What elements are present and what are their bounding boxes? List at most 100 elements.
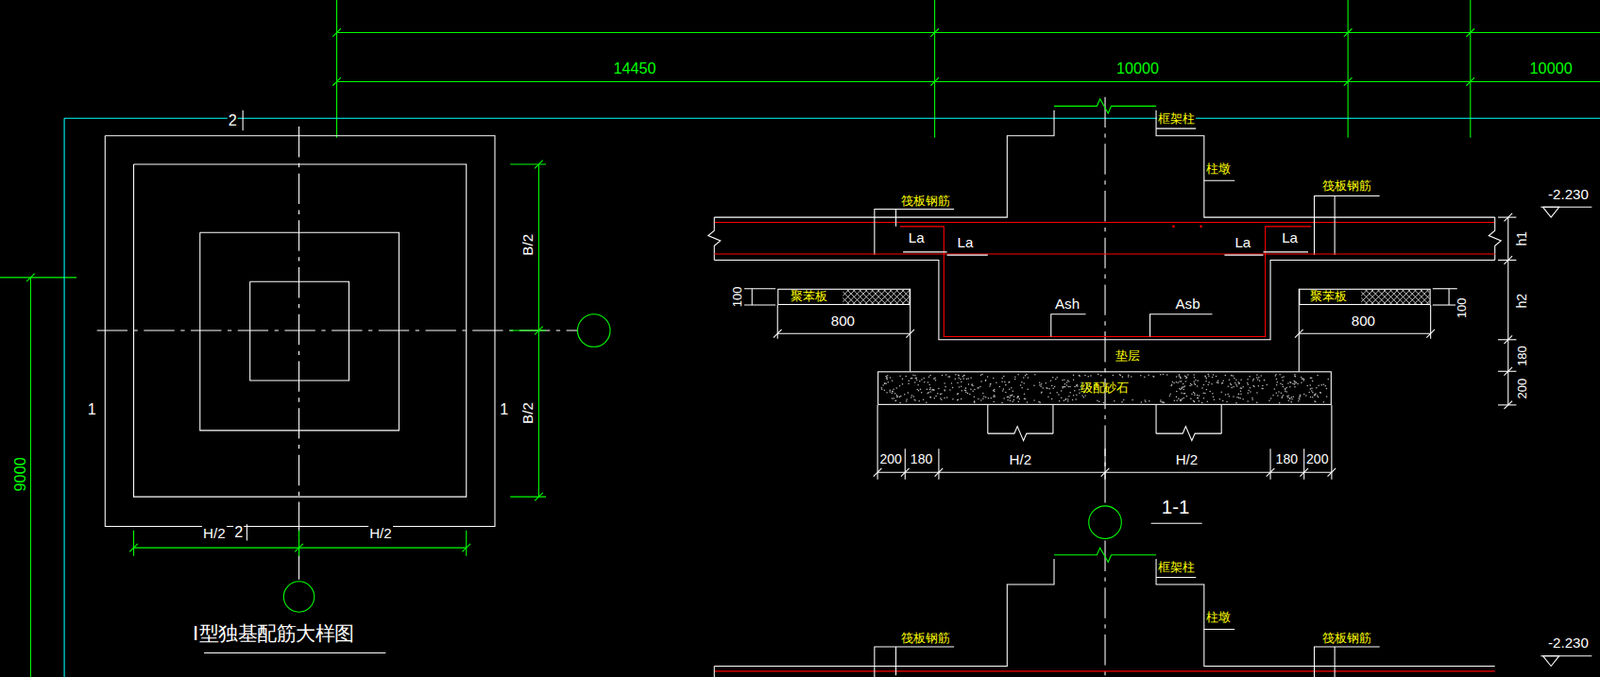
gravel-stipple bbox=[1238, 382, 1241, 385]
gravel-stipple bbox=[979, 386, 982, 389]
gravel-stipple bbox=[884, 382, 886, 385]
gravel-stipple bbox=[1206, 377, 1209, 380]
gravel-stipple bbox=[1182, 397, 1185, 400]
gravel-stipple bbox=[1175, 375, 1178, 378]
gravel-stipple bbox=[1169, 392, 1172, 395]
gravel-stipple bbox=[1081, 394, 1084, 397]
gravel-stipple bbox=[919, 389, 922, 392]
section-mark-tick bbox=[242, 110, 244, 132]
gravel-stipple bbox=[1203, 397, 1206, 400]
gravel-stipple bbox=[1178, 388, 1181, 391]
pile-line bbox=[1156, 405, 1158, 434]
gravel-stipple bbox=[1252, 379, 1255, 382]
elevation-text: -2.230 bbox=[1547, 635, 1590, 652]
gravel-stipple bbox=[1045, 387, 1048, 390]
dimension-line bbox=[777, 333, 910, 335]
gravel-stipple bbox=[1144, 401, 1147, 404]
gravel-stipple bbox=[913, 398, 916, 401]
dimension-tick bbox=[1426, 329, 1435, 339]
pile-line bbox=[1052, 405, 1054, 434]
leader-line bbox=[1150, 314, 1213, 338]
gravel-stipple bbox=[1236, 385, 1239, 388]
gravel-stipple bbox=[1123, 399, 1125, 402]
dimension-text: 200 bbox=[1515, 377, 1530, 401]
gravel-stipple bbox=[933, 389, 936, 392]
gravel-stipple bbox=[905, 400, 908, 403]
gravel-stipple bbox=[902, 383, 904, 386]
gravel-stipple bbox=[1192, 374, 1195, 376]
gravel-stipple bbox=[1011, 394, 1014, 397]
dimension-tick bbox=[1465, 77, 1475, 86]
extension-line bbox=[0, 276, 77, 278]
gravel-stipple bbox=[1052, 387, 1055, 390]
gravel-stipple bbox=[1207, 384, 1209, 387]
leader-line bbox=[1224, 255, 1263, 256]
gravel-stipple bbox=[1297, 397, 1300, 400]
section-mark: 1 bbox=[86, 401, 98, 419]
gravel-stipple bbox=[1300, 376, 1303, 379]
extension-line bbox=[1347, 0, 1349, 138]
gravel-stipple bbox=[1078, 374, 1081, 377]
gravel-stipple bbox=[1006, 396, 1009, 399]
gravel-stipple bbox=[957, 392, 960, 395]
column-outline bbox=[714, 110, 1055, 218]
gravel-stipple bbox=[1176, 382, 1179, 385]
gravel-stipple bbox=[949, 389, 952, 392]
gravel-stipple bbox=[1069, 391, 1072, 394]
gravel-stipple bbox=[1025, 374, 1028, 376]
gravel-stipple bbox=[1303, 378, 1306, 381]
gravel-stipple bbox=[1222, 382, 1225, 385]
gravel-stipple bbox=[1249, 387, 1252, 390]
gravel-stipple bbox=[956, 393, 959, 396]
gravel-stipple bbox=[992, 390, 995, 392]
gravel-stipple bbox=[1010, 387, 1013, 390]
gravel-stipple bbox=[1178, 380, 1181, 383]
gravel-stipple bbox=[980, 399, 983, 402]
extension-line bbox=[298, 530, 300, 557]
gravel-stipple bbox=[1067, 386, 1070, 389]
gravel-stipple bbox=[1235, 379, 1238, 382]
gravel-stipple bbox=[1296, 383, 1299, 386]
gravel-stipple bbox=[1003, 397, 1005, 400]
gravel-stipple bbox=[1326, 395, 1328, 398]
gravel-stipple bbox=[1325, 385, 1328, 388]
gravel-stipple bbox=[963, 377, 966, 380]
gravel-stipple bbox=[1147, 374, 1150, 377]
gravel-stipple bbox=[926, 388, 929, 391]
gravel-stipple bbox=[1072, 374, 1075, 376]
gravel-stipple bbox=[1310, 388, 1312, 391]
gravel-stipple bbox=[1256, 376, 1259, 379]
gravel-stipple bbox=[897, 395, 900, 398]
gravel-stipple bbox=[963, 374, 966, 377]
gravel-stipple bbox=[993, 395, 996, 398]
gravel-stipple bbox=[1213, 399, 1216, 402]
dimension-tick bbox=[1465, 28, 1475, 37]
gravel-stipple bbox=[960, 385, 963, 388]
gravel-stipple bbox=[1276, 378, 1278, 381]
gravel-stipple bbox=[1261, 385, 1264, 388]
gravel-stipple bbox=[1221, 382, 1224, 385]
gravel-stipple bbox=[1313, 400, 1316, 403]
gravel-stipple bbox=[1017, 374, 1020, 376]
insulation-hatch bbox=[871, 289, 886, 305]
gravel-stipple bbox=[1183, 392, 1186, 395]
gravel-stipple bbox=[1305, 394, 1308, 397]
gravel-stipple bbox=[1217, 381, 1220, 384]
gravel-stipple bbox=[1039, 386, 1042, 389]
gravel-stipple bbox=[925, 401, 928, 404]
gravel-stipple bbox=[1320, 384, 1323, 387]
gravel-stipple bbox=[1180, 392, 1183, 395]
anchorage-label: La bbox=[1233, 235, 1252, 252]
gravel-stipple bbox=[1210, 383, 1213, 386]
gravel-stipple bbox=[1281, 379, 1284, 382]
gravel-stipple bbox=[970, 376, 972, 379]
gravel-stipple bbox=[1055, 376, 1058, 379]
gravel-stipple bbox=[899, 402, 902, 405]
gravel-stipple bbox=[1055, 391, 1058, 394]
gravel-stipple bbox=[1120, 374, 1123, 377]
dimension-text: 100 bbox=[1455, 296, 1469, 320]
gravel-stipple bbox=[1182, 389, 1185, 392]
axis-bubble bbox=[577, 314, 611, 348]
